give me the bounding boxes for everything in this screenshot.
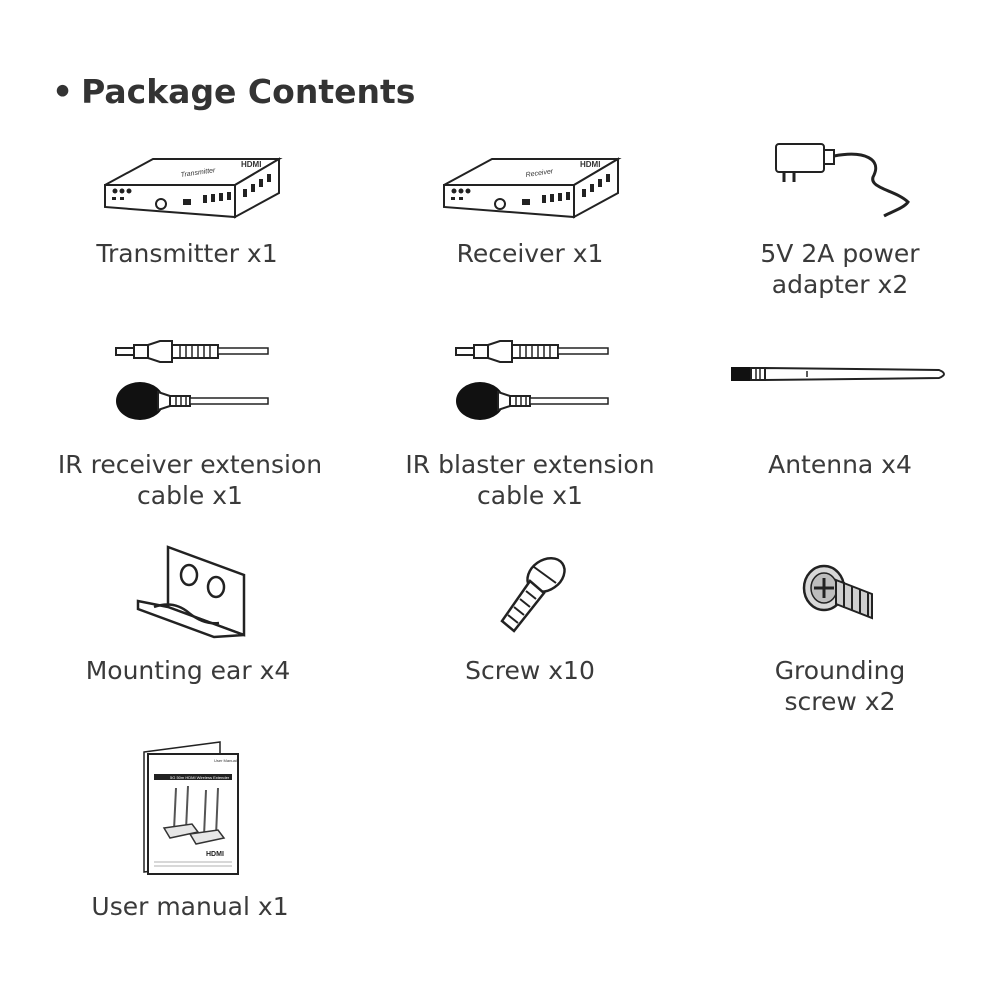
grounding-screw-icon — [800, 558, 880, 628]
power-adapter-icon — [766, 140, 916, 220]
manual-header: User Manual — [214, 758, 237, 763]
caption-power-adapter: 5V 2A power adapter x2 — [760, 239, 920, 299]
ir-blaster-cable-icon — [446, 336, 616, 426]
receiver-icon: Receiver HDMI — [442, 155, 622, 227]
transmitter-icon: Transmitter HDMI — [103, 155, 283, 227]
receiver-label: Receiver — [525, 168, 554, 179]
caption-antenna: Antenna x4 — [768, 450, 912, 479]
caption-receiver: Receiver x1 — [456, 239, 604, 268]
screw-icon — [496, 555, 571, 635]
heading-title: Package Contents — [81, 72, 416, 111]
caption-screw: Screw x10 — [465, 656, 595, 685]
manual-brand: HDMI — [206, 851, 224, 858]
caption-grounding-screw: Grounding screw x2 — [774, 656, 906, 716]
caption-ir-receiver-cable: IR receiver extension cable x1 — [57, 450, 323, 510]
heading-bullet: • — [52, 72, 74, 111]
transmitter-brand: HDMI — [241, 160, 261, 169]
caption-transmitter: Transmitter x1 — [96, 239, 278, 268]
user-manual-icon: User Manual 5G 50m HDMI Wireless Extende… — [140, 740, 240, 880]
manual-title: 5G 50m HDMI Wireless Extender — [170, 775, 230, 780]
antenna-icon — [727, 360, 957, 390]
receiver-brand: HDMI — [580, 160, 600, 169]
mounting-ear-icon — [134, 545, 249, 640]
ir-receiver-cable-icon — [106, 336, 276, 426]
caption-ir-blaster-cable: IR blaster extension cable x1 — [405, 450, 655, 510]
transmitter-label: Transmitter — [180, 167, 216, 179]
caption-user-manual: User manual x1 — [91, 892, 289, 921]
page-heading: •Package Contents — [52, 72, 415, 111]
caption-mounting-ear: Mounting ear x4 — [85, 656, 291, 685]
